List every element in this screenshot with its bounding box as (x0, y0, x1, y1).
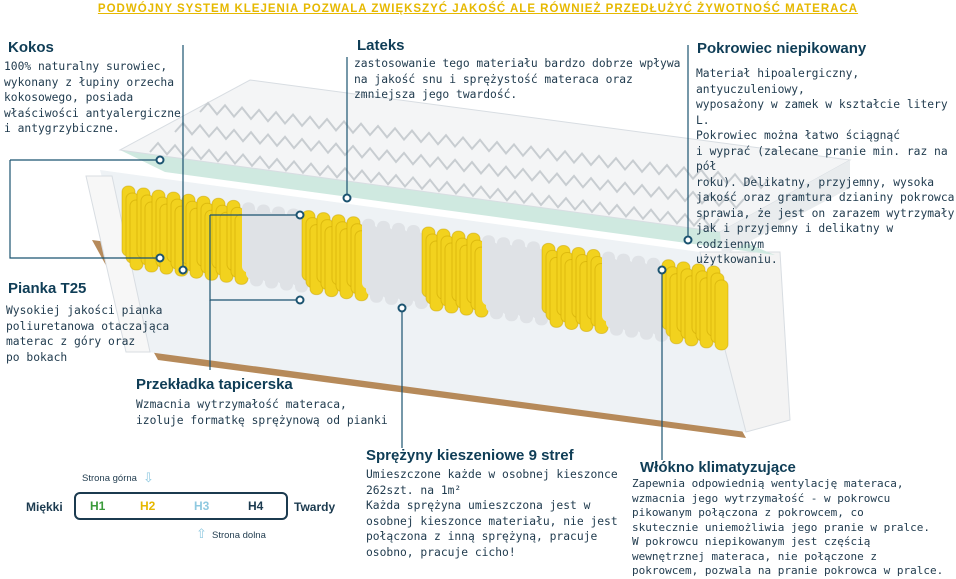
pocket-spring (714, 279, 729, 351)
bottom-side-label: Strona dolna (212, 530, 266, 541)
quilting-wave (174, 121, 745, 210)
wlokno-text: Zapewnia odpowiednią wentylację materaca… (632, 477, 944, 577)
sprezyny-title: Sprężyny kieszeniowe 9 stref (366, 447, 574, 464)
lateks-text: zastosowanie tego materiału bardzo dobrz… (354, 57, 681, 101)
level-h2: H2 (140, 499, 156, 513)
pokrowiec-text: Materiał hipoalergiczny, antyuczuleniowy… (696, 67, 955, 266)
quilting-wave (149, 141, 720, 230)
sprezyny-text: Umieszczone każde w osobnej kieszonce 26… (366, 468, 618, 559)
arrow-down-icon: ⇩ (143, 470, 154, 485)
pianka-text: Wysokiej jakości pianka poliuretanowa ot… (6, 304, 170, 364)
przekladka-text: Wzmacnia wytrzymałość materaca, izoluje … (136, 398, 388, 427)
pianka-title: Pianka T25 (8, 280, 87, 297)
pokrowiec-title: Pokrowiec niepikowany (697, 40, 867, 57)
arrow-up-icon: ⇧ (196, 526, 207, 541)
przekladka-title: Przekładka tapicerska (136, 376, 293, 393)
level-h1: H1 (90, 499, 106, 513)
firmness-scale: H1 H2 H3 H4 (74, 492, 288, 520)
kokos-text: 100% naturalny surowiec, wykonany z łupi… (4, 60, 181, 135)
quilting-wave (199, 101, 770, 190)
wlokno-title: Włókno klimatyzujące (640, 459, 796, 476)
kokos-title: Kokos (8, 39, 54, 56)
level-h4: H4 (248, 499, 264, 513)
scale-right-label: Twardy (294, 500, 336, 514)
banner: PODWÓJNY SYSTEM KLEJENIA POZWALA ZWIĘKSZ… (97, 3, 859, 15)
level-h3: H3 (194, 499, 210, 513)
top-side-label: Strona górna (82, 473, 137, 484)
lateks-title: Lateks (357, 37, 405, 54)
scale-left-label: Miękki (26, 500, 63, 514)
